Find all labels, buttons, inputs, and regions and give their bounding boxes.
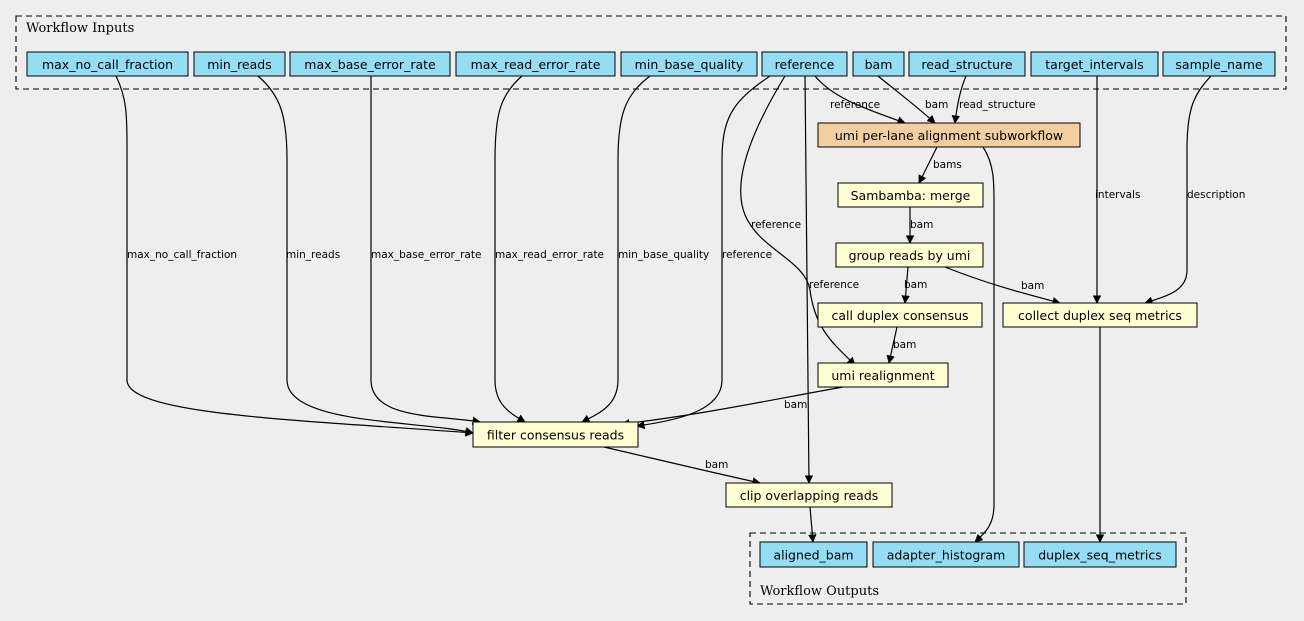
task-group-reads-by-umi[interactable]: group reads by umi <box>835 242 984 268</box>
task-call-duplex-consensus[interactable]: call duplex consensus <box>817 302 983 328</box>
input-min-base-quality-label: min_base_quality <box>635 57 744 72</box>
input-max-no-call-fraction[interactable]: max_no_call_fraction <box>26 51 189 77</box>
edge-read-structure-alignment <box>951 75 967 124</box>
edge-label-reference-realign: reference <box>751 219 801 231</box>
output-duplex-seq-metrics[interactable]: duplex_seq_metrics <box>1023 541 1177 568</box>
workflow-inputs-cluster: Workflow Inputs <box>15 15 1287 90</box>
input-bam[interactable]: bam <box>852 51 905 77</box>
edge-label-reference-alignment: reference <box>830 99 880 111</box>
edge-label-max-base-error-rate: max_base_error_rate <box>371 249 481 261</box>
edge-label-bam-group-call: bam <box>904 279 927 291</box>
task-umi-realignment[interactable]: umi realignment <box>817 362 949 388</box>
workflow-inputs-label: Workflow Inputs <box>26 21 134 36</box>
edge-labels: max_no_call_fraction min_reads max_base_… <box>127 99 1245 471</box>
edge-reference-realign <box>740 75 856 366</box>
task-nodes: umi per-lane alignment subworkflow Samba… <box>472 122 1198 508</box>
task-filter-consensus-reads-label: filter consensus reads <box>487 428 624 443</box>
edge-clip-aligned-bam <box>808 506 817 543</box>
edge-alignment-adapter-histogram <box>974 146 995 543</box>
edge-label-bam-alignment: bam <box>925 99 948 111</box>
edge-label-bam-call-realign: bam <box>893 339 916 351</box>
edge-group-call <box>901 266 910 304</box>
edge-sample-name-metrics <box>1144 75 1212 305</box>
task-umi-alignment-subworkflow-label: umi per-lane alignment subworkflow <box>835 128 1063 143</box>
task-umi-alignment-subworkflow[interactable]: umi per-lane alignment subworkflow <box>817 122 1081 148</box>
input-min-base-quality[interactable]: min_base_quality <box>620 51 758 77</box>
edge-label-bam-merge-group: bam <box>910 219 933 231</box>
output-adapter-histogram[interactable]: adapter_histogram <box>872 541 1020 568</box>
edge-max-read-error-rate <box>494 75 526 423</box>
task-group-reads-by-umi-label: group reads by umi <box>849 248 971 263</box>
input-read-structure-label: read_structure <box>921 57 1012 72</box>
task-clip-overlapping-reads-label: clip overlapping reads <box>740 488 879 503</box>
edge-label-reference-filter: reference <box>722 249 772 261</box>
edge-min-base-quality <box>581 75 651 423</box>
edge-label-bam-filter-clip: bam <box>705 459 728 471</box>
edge-reference-clip <box>804 75 814 484</box>
workflow-outputs-label: Workflow Outputs <box>760 584 879 599</box>
task-filter-consensus-reads[interactable]: filter consensus reads <box>472 421 639 448</box>
edge-label-read-structure: read_structure <box>959 99 1036 111</box>
task-sambamba-merge-label: Sambamba: merge <box>851 188 971 203</box>
edge-label-max-read-error-rate: max_read_error_rate <box>495 249 604 261</box>
task-call-duplex-consensus-label: call duplex consensus <box>831 308 968 323</box>
workflow-outputs-cluster: Workflow Outputs <box>749 532 1187 605</box>
edge-max-base-error-rate <box>370 76 481 425</box>
output-aligned-bam-label: aligned_bam <box>773 548 853 563</box>
edge-label-min-reads: min_reads <box>286 249 340 261</box>
input-max-read-error-rate-label: max_read_error_rate <box>471 57 601 72</box>
task-umi-realignment-label: umi realignment <box>831 368 934 383</box>
edge-label-min-base-quality: min_base_quality <box>618 249 709 261</box>
output-aligned-bam[interactable]: aligned_bam <box>759 541 868 568</box>
edge-realign-filter <box>621 386 844 428</box>
edge-group-metrics <box>944 266 1061 306</box>
edge-reference-alignment <box>814 75 906 125</box>
input-sample-name[interactable]: sample_name <box>1162 51 1276 77</box>
output-adapter-histogram-label: adapter_histogram <box>887 548 1006 563</box>
edge-label-intervals: intervals <box>1095 189 1141 201</box>
input-max-base-error-rate[interactable]: max_base_error_rate <box>289 51 451 77</box>
edge-filter-clip <box>603 446 761 486</box>
edge-label-max-no-call-fraction: max_no_call_fraction <box>127 249 237 261</box>
task-sambamba-merge[interactable]: Sambamba: merge <box>837 182 984 208</box>
output-duplex-seq-metrics-label: duplex_seq_metrics <box>1038 548 1162 563</box>
edge-call-realign <box>886 326 898 364</box>
input-min-reads[interactable]: min_reads <box>193 51 286 77</box>
input-max-base-error-rate-label: max_base_error_rate <box>304 57 436 72</box>
edge-reference-filter <box>636 75 771 430</box>
input-min-reads-label: min_reads <box>207 57 271 72</box>
edges <box>115 75 1212 543</box>
input-nodes: max_no_call_fraction min_reads max_base_… <box>26 51 1276 77</box>
input-max-read-error-rate[interactable]: max_read_error_rate <box>455 51 616 77</box>
output-nodes: aligned_bam adapter_histogram duplex_seq… <box>759 541 1177 568</box>
edge-label-bam-realign-filter: bam <box>784 399 807 411</box>
task-collect-duplex-seq-metrics[interactable]: collect duplex seq metrics <box>1002 302 1198 328</box>
task-collect-duplex-seq-metrics-label: collect duplex seq metrics <box>1018 308 1182 323</box>
input-bam-label: bam <box>865 57 893 72</box>
edge-alignment-merge <box>918 146 938 184</box>
edge-max-no-call-fraction <box>115 75 474 437</box>
input-sample-name-label: sample_name <box>1175 57 1262 72</box>
edge-label-bams: bams <box>933 159 962 171</box>
input-target-intervals-label: target_intervals <box>1045 57 1143 72</box>
input-target-intervals[interactable]: target_intervals <box>1030 51 1159 77</box>
input-read-structure[interactable]: read_structure <box>908 51 1026 77</box>
edge-label-description: description <box>1187 189 1245 201</box>
input-reference-label: reference <box>775 57 835 72</box>
edge-label-bam-group-metrics: bam <box>1021 280 1044 292</box>
edge-min-reads <box>257 75 474 436</box>
edge-bam-alignment <box>877 75 936 124</box>
input-reference[interactable]: reference <box>761 51 848 77</box>
edge-label-reference-clip: reference <box>809 279 859 291</box>
input-max-no-call-fraction-label: max_no_call_fraction <box>42 57 173 72</box>
task-clip-overlapping-reads[interactable]: clip overlapping reads <box>725 482 893 508</box>
